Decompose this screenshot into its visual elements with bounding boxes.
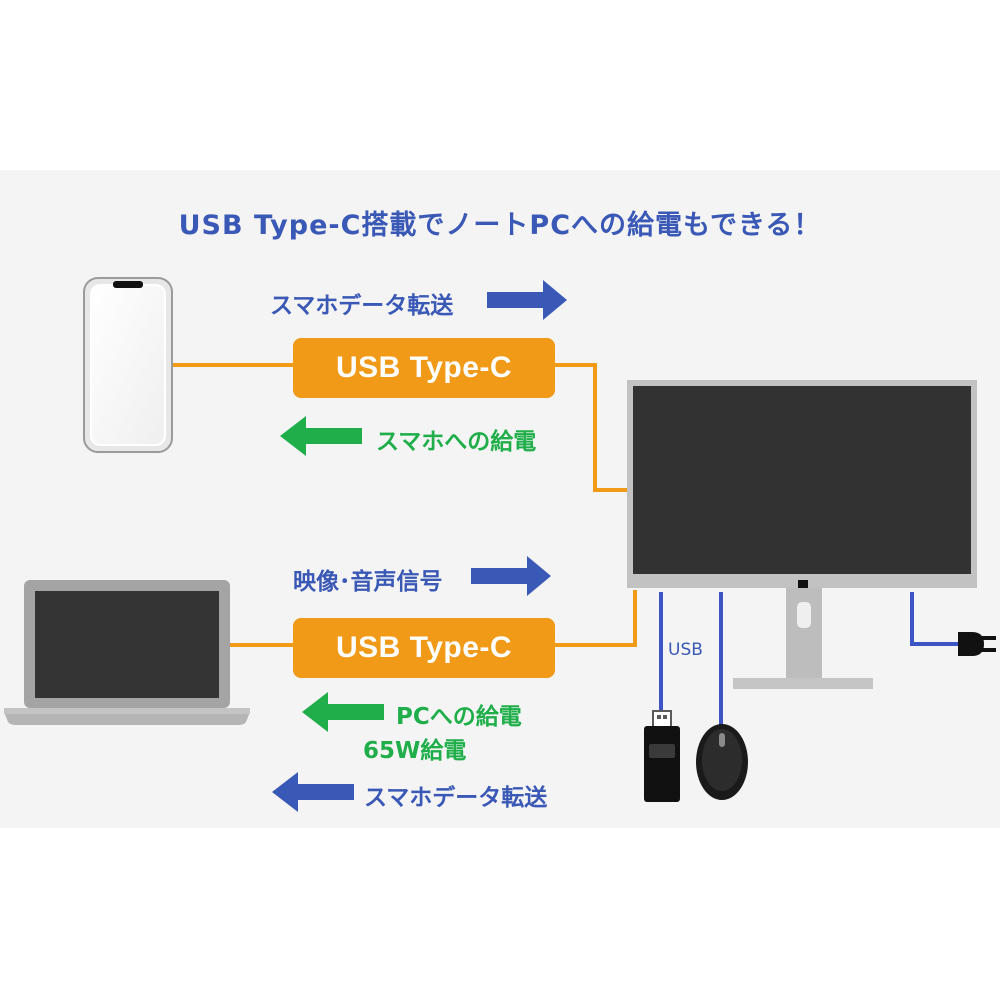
- phone-charging-label: スマホへの給電: [376, 429, 537, 455]
- smartphone-icon: [83, 277, 173, 453]
- pc-charging-label: PCへの給電: [396, 704, 522, 730]
- power-cable: [910, 592, 960, 646]
- box-to-monitor-line-bottom: [553, 590, 637, 647]
- box-to-monitor-line-top: [553, 363, 630, 492]
- usb-flash-drive-icon: [644, 710, 680, 802]
- phone-data-arrow-right: [487, 280, 567, 320]
- usb-cables: [659, 592, 960, 726]
- phone-data-transfer-label: スマホデータ転送: [270, 293, 454, 319]
- video-audio-signal-label: 映像･音声信号: [293, 569, 443, 595]
- phone-data-arrow-left: [272, 772, 354, 812]
- mouse-icon: [696, 724, 748, 800]
- blue-arrows: [272, 280, 567, 812]
- usb-type-c-box-laptop: USB Type-C: [293, 618, 555, 678]
- laptop-icon: [4, 580, 250, 725]
- pc-charge-arrow-left: [302, 692, 384, 732]
- power-plug-icon: [958, 632, 996, 656]
- usb-type-c-box-phone: USB Type-C: [293, 338, 555, 398]
- usb-port-label: USB: [668, 640, 703, 660]
- diagram-title: USB Type-C搭載でノートPCへの給電もできる！: [178, 210, 822, 241]
- orange-connection-lines: [170, 363, 637, 647]
- phone-data-transfer-label-bottom: スマホデータ転送: [364, 785, 548, 811]
- video-audio-arrow-right: [471, 556, 551, 596]
- pc-charging-wattage-label: 65W給電: [363, 738, 467, 764]
- phone-charge-arrow-left: [280, 416, 362, 456]
- monitor-icon: [627, 380, 977, 689]
- green-arrows: [280, 416, 384, 732]
